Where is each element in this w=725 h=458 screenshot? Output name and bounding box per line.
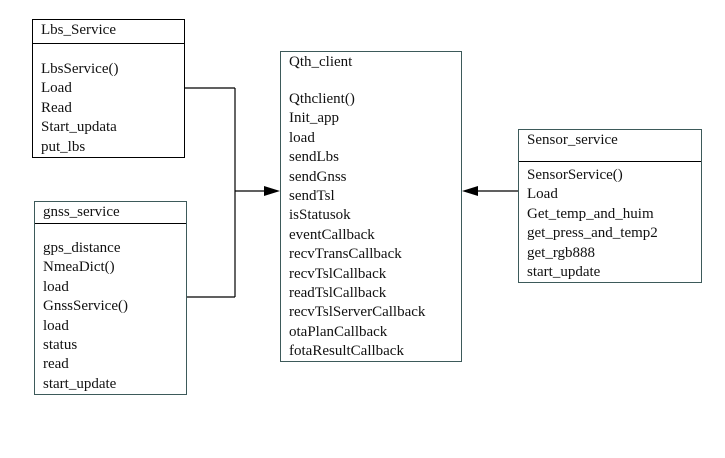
method-item: load	[43, 317, 69, 334]
method-item: Load	[41, 80, 72, 97]
method-item: sendGnss	[289, 168, 347, 185]
method-item: SensorService()	[527, 167, 623, 183]
method-item: put_lbs	[41, 138, 86, 155]
method-item: LbsService()	[41, 61, 119, 77]
method-item: Qthclient()	[289, 91, 355, 107]
method-item: get_rgb888	[527, 244, 596, 261]
method-item: read	[43, 356, 69, 373]
gnss-service-title: gnss_service	[43, 204, 120, 220]
method-item: recvTslServerCallback	[289, 304, 426, 321]
sensor-service-class: Sensor_service SensorService() Load Get_…	[518, 129, 702, 283]
qth-client-methods: Qthclient() Init_app load sendLbs sendGn…	[289, 90, 459, 361]
method-item: load	[289, 129, 315, 146]
method-item: start_update	[43, 375, 117, 392]
method-item: readTslCallback	[289, 284, 387, 301]
method-item: start_update	[527, 263, 601, 280]
method-item: sendTsl	[289, 187, 335, 204]
method-item: Start_updata	[41, 119, 117, 136]
method-item: get_press_and_temp2	[527, 225, 658, 242]
method-item: otaPlanCallback	[289, 323, 388, 340]
method-item: NmeaDict()	[43, 259, 115, 276]
method-item: Get_temp_and_huim	[527, 205, 654, 222]
method-item: GnssService()	[43, 298, 128, 315]
method-item: load	[43, 278, 69, 295]
qth-client-class: Qth_client Qthclient() Init_app load sen…	[280, 51, 462, 362]
method-item: Read	[41, 99, 72, 116]
lbs-service-methods: LbsService() Load Read Start_updata put_…	[41, 60, 182, 157]
lbs-service-class: Lbs_Service LbsService() Load Read Start…	[32, 19, 185, 158]
lbs-service-title: Lbs_Service	[41, 22, 116, 38]
method-item: Init_app	[289, 110, 339, 127]
method-item: sendLbs	[289, 149, 339, 166]
sensor-service-divider	[519, 161, 701, 162]
method-item: fotaResultCallback	[289, 343, 404, 360]
left-arrow-head	[264, 186, 280, 196]
method-item: recvTslCallback	[289, 265, 387, 282]
sensor-service-methods: SensorService() Load Get_temp_and_huim g…	[527, 166, 699, 282]
qth-client-title: Qth_client	[289, 54, 353, 70]
sensor-service-title: Sensor_service	[527, 132, 618, 148]
method-item: isStatusok	[289, 207, 351, 224]
right-arrow-head	[462, 186, 478, 196]
method-item: recvTransCallback	[289, 246, 402, 263]
method-item: status	[43, 336, 78, 353]
method-item: gps_distance	[43, 240, 121, 256]
gnss-service-divider	[35, 223, 186, 224]
method-item: eventCallback	[289, 226, 375, 243]
lbs-service-divider	[33, 43, 184, 44]
method-item: Load	[527, 186, 558, 203]
gnss-service-methods: gps_distance NmeaDict() load GnssService…	[43, 239, 184, 394]
gnss-service-class: gnss_service gps_distance NmeaDict() loa…	[34, 201, 187, 395]
